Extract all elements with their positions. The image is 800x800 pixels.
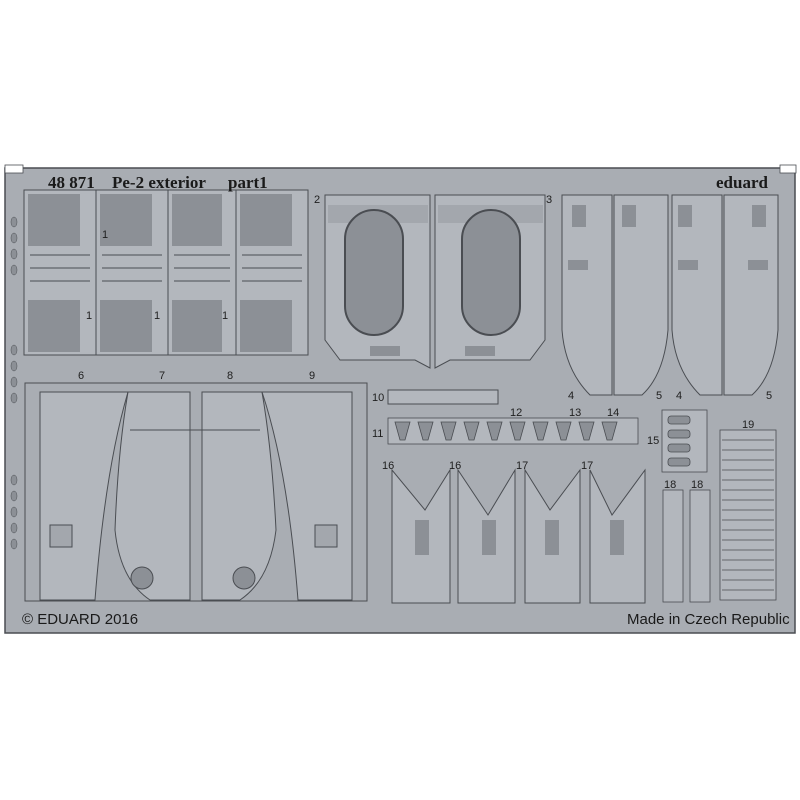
part-label-8: 8 (227, 370, 234, 382)
part-16-17-slots (415, 520, 624, 555)
fret-title: Pe-2 exterior (112, 173, 206, 192)
brand-logo: eduard (716, 173, 768, 192)
part-label-13: 13 (569, 407, 582, 419)
part-label-3: 3 (546, 194, 553, 206)
part-label-12: 12 (510, 407, 523, 419)
part-label-17: 17 (516, 460, 529, 472)
part-15-group (661, 409, 708, 473)
part-label-9: 9 (309, 370, 316, 382)
part-11-14-group (387, 417, 639, 445)
part-label-6: 6 (78, 370, 85, 382)
part-label-1: 1 (222, 310, 229, 322)
part-4-5-group (561, 194, 779, 396)
fret-drip-markers (10, 216, 18, 550)
part-label-5: 5 (766, 390, 773, 402)
part-19-group (719, 429, 777, 601)
part-label-17: 17 (581, 460, 594, 472)
part-label-18: 18 (664, 479, 677, 491)
part-label-4: 4 (676, 390, 683, 402)
part-18-group (662, 489, 711, 603)
part-label-19: 19 (742, 419, 755, 431)
part-label-16: 16 (382, 460, 395, 472)
part-4-5-recesses (568, 205, 768, 270)
part-1-straps (30, 254, 302, 282)
part-label-16: 16 (449, 460, 462, 472)
part-label-2: 2 (314, 194, 321, 206)
part-2-3-group (324, 194, 546, 369)
part-label-11: 11 (372, 428, 384, 440)
part-label-1: 1 (102, 229, 109, 241)
origin-notice: Made in Czech Republic (627, 611, 790, 628)
part-label-4: 4 (568, 390, 575, 402)
part-label-5: 5 (656, 390, 663, 402)
part-1-recesses (28, 194, 292, 352)
part-6-9-group (24, 382, 368, 602)
part-label-15: 15 (647, 435, 660, 447)
part-label-18: 18 (691, 479, 704, 491)
copyright-notice: © EDUARD 2016 (22, 611, 139, 628)
fret-part: part1 (228, 173, 268, 192)
set-number: 48 871 (48, 173, 95, 192)
part-label-14: 14 (607, 407, 620, 419)
part-label-7: 7 (159, 370, 166, 382)
part-10 (387, 389, 499, 405)
part-label-10: 10 (372, 392, 385, 404)
part-label-1: 1 (86, 310, 93, 322)
part-label-1: 1 (154, 310, 161, 322)
